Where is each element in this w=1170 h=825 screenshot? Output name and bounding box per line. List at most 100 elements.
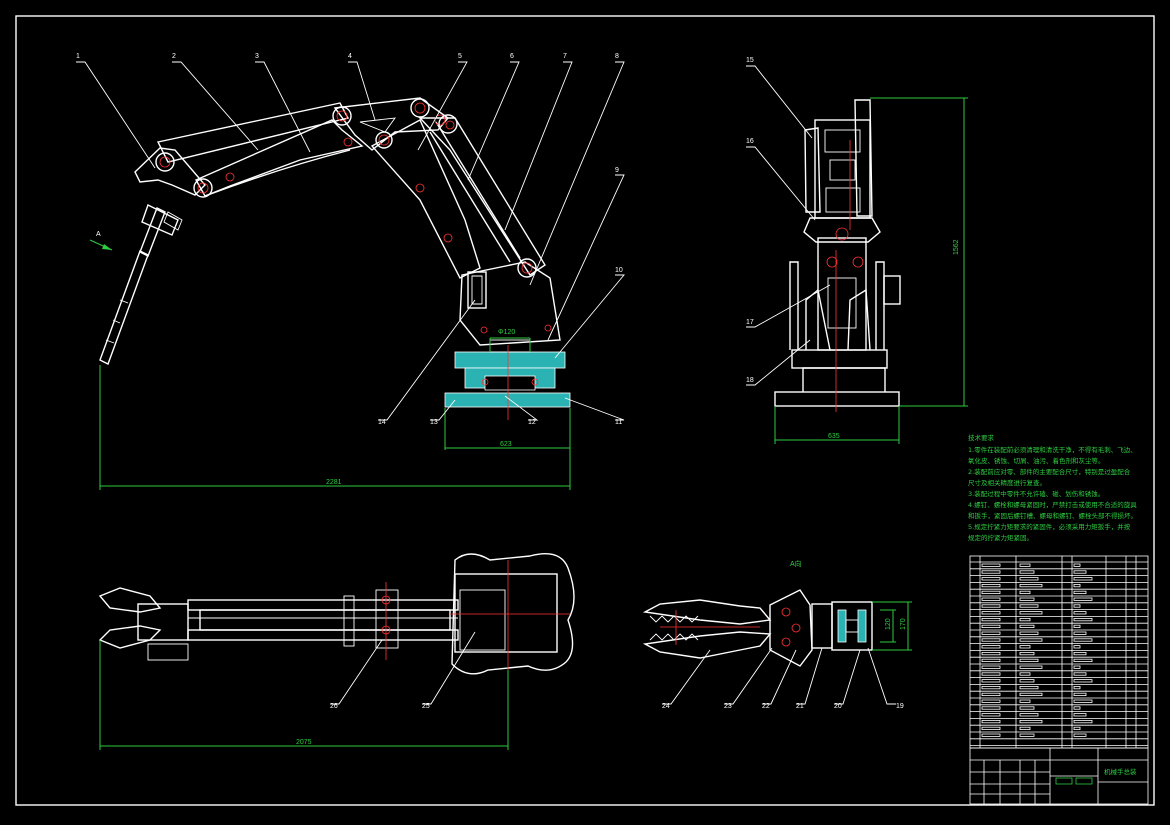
tech-line: 5.规定拧紧力矩要求的紧固件，必须采用力矩扳手，并按 bbox=[968, 522, 1131, 531]
parts-list bbox=[969, 555, 1149, 749]
part-number-label: 6 bbox=[510, 53, 514, 60]
parts-list-entry bbox=[1019, 686, 1039, 690]
tech-line: 4.螺钉、螺栓和螺母紧固时，严禁打击或使用不合适的旋具 bbox=[968, 500, 1137, 509]
part-number-label: 1 bbox=[76, 53, 80, 60]
parts-list-entry bbox=[981, 686, 1001, 690]
parts-list-entry bbox=[1019, 726, 1031, 731]
tech-line: 尺寸及相关精度进行复查。 bbox=[968, 478, 1046, 487]
parts-list-entry bbox=[1073, 577, 1093, 581]
dim-overall-reach: 2281 bbox=[326, 479, 342, 486]
parts-list-entry bbox=[1019, 658, 1039, 663]
parts-list-entry bbox=[1073, 597, 1093, 601]
tech-requirements-title: 技术要求 bbox=[968, 433, 995, 442]
parts-list-entry bbox=[1019, 597, 1035, 601]
parts-list-entry bbox=[981, 706, 1001, 710]
part-number-label: 23 bbox=[724, 703, 732, 710]
part-number-label: 5 bbox=[458, 53, 462, 60]
side-view bbox=[746, 65, 968, 444]
parts-list-entry bbox=[1019, 645, 1031, 649]
tech-requirements: 技术要求 1.零件在装配前必须清理和清洗干净，不得有毛刺、飞边、 氧化皮、锈蚀、… bbox=[968, 433, 1137, 542]
tech-line: 规定的拧紧力矩紧固。 bbox=[968, 533, 1033, 542]
part-number-label: 17 bbox=[746, 319, 754, 326]
parts-list-entry bbox=[1019, 665, 1043, 669]
part-number-label: 18 bbox=[746, 377, 754, 384]
dim-gripper-width: 170 bbox=[900, 618, 907, 630]
parts-list-entry bbox=[981, 563, 1001, 567]
part-number-label: 10 bbox=[615, 267, 623, 274]
parts-list-entry bbox=[1019, 652, 1035, 656]
tech-line: 氧化皮、锈蚀、切屑、油污、着色剂和灰尘等。 bbox=[968, 456, 1105, 465]
part-number-label: 22 bbox=[762, 703, 770, 710]
parts-list-entry bbox=[1073, 570, 1087, 574]
parts-list-entry bbox=[1073, 713, 1087, 717]
parts-list-entry bbox=[1019, 563, 1031, 567]
parts-list-entry bbox=[981, 611, 1001, 615]
front-view bbox=[76, 61, 625, 490]
parts-list-entry bbox=[1073, 665, 1081, 669]
part-number-label: 26 bbox=[330, 703, 338, 710]
parts-list-entry bbox=[1019, 638, 1043, 642]
parts-list-entry bbox=[981, 679, 1001, 683]
part-number-label: 14 bbox=[378, 419, 386, 426]
parts-list-entry bbox=[981, 604, 1001, 608]
plan-view bbox=[98, 553, 575, 750]
parts-list-entry bbox=[1019, 720, 1043, 724]
parts-list-entry bbox=[1019, 672, 1031, 676]
parts-list-entry bbox=[981, 645, 1001, 649]
part-number-label: 21 bbox=[796, 703, 804, 710]
parts-list-entry bbox=[1073, 679, 1093, 683]
dim-bore: Φ120 bbox=[498, 329, 515, 336]
part-number-label: 7 bbox=[563, 53, 567, 60]
parts-list-entry bbox=[1019, 699, 1031, 703]
parts-list-entry bbox=[1073, 590, 1087, 595]
parts-list-entry bbox=[981, 597, 1001, 601]
part-number-label: 4 bbox=[348, 53, 352, 60]
part-number-label: 19 bbox=[896, 703, 904, 710]
dim-gripper-inner: 120 bbox=[885, 618, 892, 630]
parts-list-entry bbox=[1073, 692, 1087, 697]
parts-list-entry bbox=[1019, 618, 1031, 622]
parts-list-entry bbox=[1073, 604, 1081, 608]
parts-list-entry bbox=[1019, 570, 1035, 574]
parts-list-entry bbox=[981, 726, 1001, 731]
parts-list-entry bbox=[1073, 563, 1081, 567]
parts-list-entry bbox=[1019, 604, 1039, 608]
parts-list-entry bbox=[1073, 733, 1087, 737]
parts-list-entry bbox=[981, 672, 1001, 676]
part-number-label: 3 bbox=[255, 53, 259, 60]
title-block: 机械手总装 bbox=[969, 747, 1149, 805]
parts-list-entry bbox=[981, 652, 1001, 656]
part-number-label: 12 bbox=[528, 419, 536, 426]
parts-list-entry bbox=[1073, 645, 1081, 649]
parts-list-entry bbox=[981, 665, 1001, 669]
parts-list-entry bbox=[1073, 652, 1087, 656]
parts-list-entry bbox=[981, 631, 1001, 635]
parts-list-entry bbox=[981, 720, 1001, 724]
part-number-label: 20 bbox=[834, 703, 842, 710]
part-number-label: 11 bbox=[615, 419, 622, 426]
parts-list-entry bbox=[981, 638, 1001, 642]
parts-list-entry bbox=[1073, 686, 1081, 690]
parts-list-entry bbox=[981, 590, 1001, 595]
parts-list-entry bbox=[981, 577, 1001, 581]
part-number-label: 13 bbox=[430, 419, 438, 426]
parts-list-entry bbox=[1019, 577, 1039, 581]
parts-list-entry bbox=[1073, 699, 1093, 703]
parts-list-entry bbox=[1073, 624, 1081, 629]
dim-side-height: 1562 bbox=[953, 239, 960, 255]
tech-line: 和扳手，紧固后螺钉槽、螺母和螺钉、螺栓头部不得损坏。 bbox=[968, 511, 1137, 520]
parts-list-entry bbox=[1019, 590, 1031, 595]
part-number-label: 16 bbox=[746, 138, 754, 145]
parts-list-entry bbox=[981, 713, 1001, 717]
parts-list-entry bbox=[1019, 624, 1035, 629]
dim-plan-length: 2075 bbox=[296, 739, 312, 746]
parts-list-entry bbox=[981, 584, 1001, 588]
parts-list-entry bbox=[1073, 720, 1093, 724]
parts-list-entry bbox=[1073, 638, 1093, 642]
parts-list-entry bbox=[1019, 692, 1043, 697]
parts-list-entry bbox=[1073, 726, 1081, 731]
sheet-border bbox=[15, 15, 1155, 806]
drawing-title: 机械手总装 bbox=[1104, 767, 1137, 776]
